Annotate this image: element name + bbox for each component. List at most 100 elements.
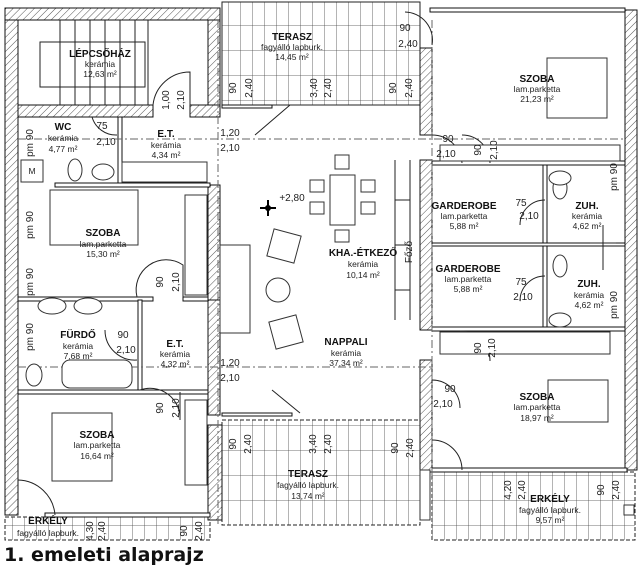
armchair-icon [266,228,302,264]
svg-text:10,14 m²: 10,14 m² [346,270,380,280]
svg-text:13,74 m²: 13,74 m² [291,491,325,501]
svg-text:kerámia: kerámia [151,140,182,150]
svg-text:75: 75 [96,121,108,132]
svg-text:kerámia: kerámia [574,290,605,300]
svg-text:2,10: 2,10 [220,373,240,384]
svg-text:fagyálló lapburk.: fagyálló lapburk. [519,505,581,515]
svg-text:90: 90 [390,442,401,454]
svg-text:2,40: 2,40 [97,521,108,541]
svg-text:12,63 m²: 12,63 m² [83,69,117,79]
svg-text:2,10: 2,10 [116,345,136,356]
terrace-bottom [221,419,421,526]
svg-text:90: 90 [117,330,129,341]
svg-text:4,32 m²: 4,32 m² [161,359,190,369]
svg-text:14,45 m²: 14,45 m² [275,52,309,62]
armchair-icon [268,314,304,350]
svg-text:37,34 m²: 37,34 m² [329,358,363,368]
svg-text:pm 90: pm 90 [609,291,620,319]
svg-text:lam.parketta: lam.parketta [514,402,561,412]
svg-text:90: 90 [155,402,166,414]
svg-text:lam.parketta: lam.parketta [80,239,127,249]
svg-text:2,40: 2,40 [243,434,254,454]
bed-icon [49,189,139,246]
svg-text:ERKÉLY: ERKÉLY [28,514,68,527]
svg-text:kerámia: kerámia [348,259,379,269]
svg-text:2,10: 2,10 [171,398,182,418]
svg-text:75: 75 [515,198,527,209]
svg-text:2,40: 2,40 [611,480,622,500]
svg-text:2,40: 2,40 [323,78,334,98]
svg-text:SZOBA: SZOBA [80,430,115,441]
svg-text:4,34 m²: 4,34 m² [152,150,181,160]
terrace-top [221,1,421,106]
plan-title: 1. emeleti alaprajz [4,544,204,566]
bed-icon [51,412,113,482]
staircase [39,20,149,105]
bathtub-icon [61,359,133,389]
svg-text:2,10: 2,10 [436,149,456,160]
svg-text:TERASZ: TERASZ [272,32,312,43]
svg-text:kerámia: kerámia [48,133,79,143]
svg-text:90: 90 [473,342,484,354]
sofa-icon [219,244,251,334]
svg-text:+2,80: +2,80 [279,193,305,204]
svg-text:4,30: 4,30 [85,521,96,541]
toilet-icon [25,363,43,387]
svg-text:90: 90 [399,23,411,34]
svg-text:90: 90 [228,82,239,94]
svg-text:fagyálló lapburk.: fagyálló lapburk. [277,480,339,490]
svg-text:LÉPCSŐHÁZ: LÉPCSŐHÁZ [69,47,131,60]
svg-text:2,10: 2,10 [513,292,533,303]
svg-text:4,20: 4,20 [503,480,514,500]
toilet-icon [552,254,568,278]
svg-text:E.T.: E.T. [166,339,183,350]
svg-text:pm 90: pm 90 [25,211,36,239]
svg-text:90: 90 [444,384,456,395]
svg-text:18,97 m²: 18,97 m² [520,413,554,423]
svg-text:kerámia: kerámia [572,211,603,221]
svg-text:kerámia: kerámia [160,349,191,359]
svg-text:pm 90: pm 90 [609,163,620,191]
svg-text:1,20: 1,20 [220,358,240,369]
svg-text:GARDEROBE: GARDEROBE [435,264,500,275]
svg-text:fagyálló lapburk.: fagyálló lapburk. [261,42,323,52]
svg-text:90: 90 [228,438,239,450]
svg-text:90: 90 [388,82,399,94]
svg-text:4,62 m²: 4,62 m² [575,300,604,310]
svg-text:lam.parketta: lam.parketta [514,84,561,94]
coffee-table-icon [265,277,291,303]
svg-text:2,10: 2,10 [96,137,116,148]
svg-text:5,88 m²: 5,88 m² [454,284,483,294]
svg-text:GARDEROBE: GARDEROBE [431,201,496,212]
svg-text:90: 90 [596,484,607,496]
svg-text:75: 75 [515,277,527,288]
svg-text:2,10: 2,10 [176,90,187,110]
bed-icon [546,57,608,119]
kitchen-label: Főző [404,240,415,263]
svg-text:15,30 m²: 15,30 m² [86,249,120,259]
svg-text:pm 90: pm 90 [25,323,36,351]
svg-text:2,40: 2,40 [194,521,205,541]
svg-text:3,40: 3,40 [308,434,319,454]
svg-text:SZOBA: SZOBA [86,228,121,239]
svg-text:5,88 m²: 5,88 m² [450,221,479,231]
svg-text:kerámia: kerámia [331,348,362,358]
level-mark: +2,80 [260,193,305,216]
svg-text:90: 90 [179,525,190,537]
balcony-right [431,471,636,541]
svg-text:2,10: 2,10 [489,140,500,160]
svg-text:1,00: 1,00 [161,90,172,110]
bed-icon [547,379,609,423]
svg-text:ERKÉLY: ERKÉLY [530,492,570,505]
svg-text:SZOBA: SZOBA [520,392,555,403]
svg-text:TERASZ: TERASZ [288,469,328,480]
svg-text:21,23 m²: 21,23 m² [520,94,554,104]
svg-text:3,40: 3,40 [309,78,320,98]
svg-text:9,57 m²: 9,57 m² [536,515,565,525]
svg-text:WC: WC [55,122,72,133]
dining-table-icon [329,174,356,226]
svg-text:2,40: 2,40 [244,78,255,98]
svg-text:2,10: 2,10 [519,211,539,222]
